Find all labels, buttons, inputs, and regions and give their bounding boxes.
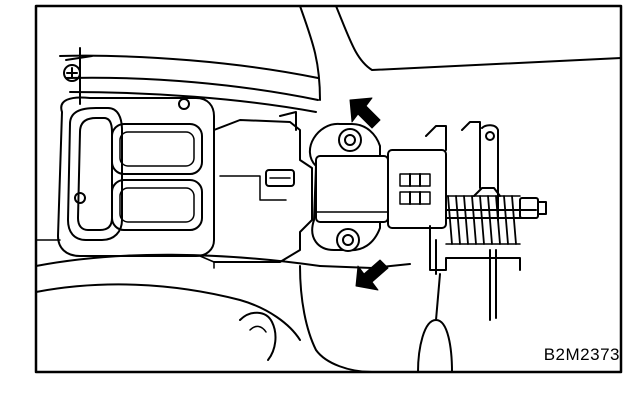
return-spring <box>447 195 517 245</box>
shaft-end <box>537 201 547 215</box>
cable <box>435 273 441 321</box>
bolt-icon <box>338 128 362 152</box>
gasket-left-inner <box>77 117 113 231</box>
hose-lower <box>35 283 301 341</box>
figure-border <box>34 4 623 374</box>
gasket-left <box>67 107 123 241</box>
clamp-band-low <box>69 91 317 113</box>
shaft-nut <box>519 197 539 219</box>
lever-pin <box>485 131 495 141</box>
arrow-icon <box>355 259 389 291</box>
base-line <box>319 263 411 269</box>
port-lower <box>111 179 203 231</box>
bracket-arm <box>461 121 481 189</box>
connector-pin-lower <box>399 191 431 205</box>
screwdriver-handle <box>417 319 453 373</box>
boss-top <box>279 111 297 131</box>
body-detail <box>219 175 287 201</box>
screw-icon <box>63 64 81 82</box>
figure-code: B2M2373 <box>543 345 620 364</box>
hose-bend <box>239 311 277 361</box>
arrow-icon <box>349 97 381 129</box>
sensor-connector <box>387 149 447 229</box>
bolt-hole <box>74 192 86 204</box>
port-upper-inner <box>119 131 195 167</box>
bolt-hole-top <box>178 98 190 110</box>
hose-edge <box>299 5 321 101</box>
lower-edge <box>35 253 321 267</box>
intake-plate <box>57 96 215 257</box>
lever <box>481 124 499 221</box>
clamp-band-top <box>59 54 319 79</box>
port-lower-inner <box>119 187 195 223</box>
housing-top-edge <box>335 5 622 71</box>
bolt-head <box>265 169 295 187</box>
clamp-tab <box>65 55 93 61</box>
bracket-top <box>425 125 447 151</box>
port-upper <box>111 123 203 175</box>
cam <box>473 187 501 197</box>
connector-pin-upper <box>399 173 431 187</box>
clamp-band-mid <box>65 76 319 101</box>
lower-bracket <box>429 225 521 271</box>
throttle-body <box>213 119 313 263</box>
body-lower <box>299 265 373 373</box>
bolt-icon <box>336 228 360 252</box>
